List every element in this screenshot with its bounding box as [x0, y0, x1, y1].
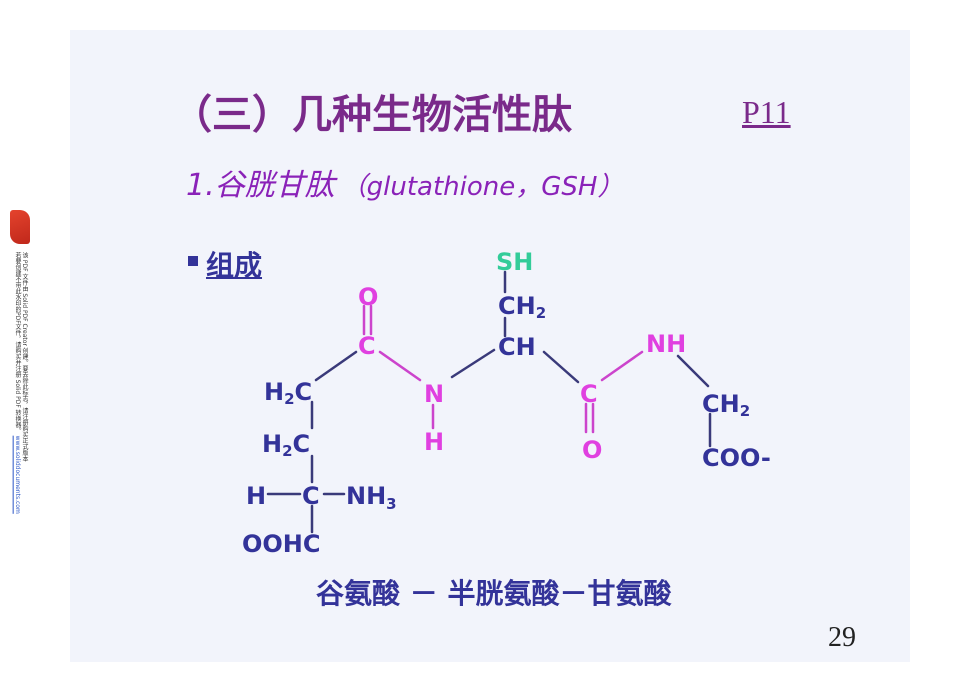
label-nh3-sub: 3 [386, 495, 396, 513]
amino-acid-caption: 谷氨酸 － 半胱氨酸－甘氨酸 [316, 577, 672, 610]
label-ch2-right-sub: 2 [740, 402, 750, 420]
bond-c-n [378, 350, 422, 382]
label-oohc: OOHC [242, 530, 321, 558]
bond-n-ch [450, 348, 496, 379]
subtitle-main: 1.谷胱甘肽 [186, 168, 335, 203]
watermark-link[interactable]: www.soliddocuments.com [14, 435, 21, 514]
page-number: 29 [828, 622, 856, 653]
slide-background [70, 30, 910, 662]
label-o-right: O [582, 436, 602, 464]
page-reference-link[interactable]: P11 [742, 94, 791, 130]
label-ch2-top-ch: CH [498, 292, 536, 320]
label-ch-mid: CH [498, 333, 536, 361]
label-nh3-nh: NH [346, 482, 386, 510]
watermark: 该 PDF 文件由 Solid PDF Creator 创建。要去除此标志，请注… [8, 210, 32, 514]
bond-nh-ch2 [676, 354, 710, 388]
bond-ch-c-right [542, 350, 580, 384]
label-h-mid: H [424, 428, 444, 456]
label-ch2-right: CH2 [702, 390, 750, 420]
bond-c-nh [600, 350, 644, 382]
label-c-left: C [358, 332, 376, 360]
label-h-alpha: H [246, 482, 266, 510]
pdf-tool-logo-icon [10, 210, 30, 244]
label-ch2-top: CH2 [498, 292, 546, 322]
label-n-mid: N [424, 380, 444, 408]
label-h2c-upper: H2C [264, 378, 312, 408]
label-h2c-lower-h: H [262, 430, 282, 458]
bullet-square-icon [188, 256, 198, 266]
bond-c-h2c [314, 350, 358, 382]
label-h2c-upper-h: H [264, 378, 284, 406]
label-nh-right: NH [646, 330, 686, 358]
label-ch2-right-ch: CH [702, 390, 740, 418]
subtitle: 1.谷胱甘肽（glutathione，GSH） [186, 160, 623, 204]
label-coo: COO- [702, 444, 771, 472]
label-h2c-lower-sub: 2 [282, 442, 292, 460]
watermark-text: 该 PDF 文件由 Solid PDF Creator 创建。要去除此标志，请注… [14, 252, 28, 514]
bonds [266, 270, 712, 534]
label-ch2-top-sub: 2 [536, 304, 546, 322]
label-h2c-lower: H2C [262, 430, 310, 460]
label-c-alpha: C [302, 482, 320, 510]
watermark-line-2: 若要创建不带此水印的PDF文件，请购买并注册 Solid PDF 转换器。 [14, 252, 21, 434]
slide-title: （三）几种生物活性肽 [172, 92, 572, 138]
label-h2c-upper-sub: 2 [284, 390, 294, 408]
label-h2c-upper-c: C [295, 378, 313, 406]
label-nh3: NH3 [346, 482, 397, 513]
watermark-line-1: 该 PDF 文件由 Solid PDF Creator 创建。要去除此标志，请注… [21, 252, 28, 462]
subtitle-paren: （glutathione，GSH） [340, 172, 624, 202]
label-h2c-lower-c: C [293, 430, 311, 458]
label-c-right: C [580, 380, 598, 408]
section-label: 组成 [206, 249, 263, 282]
label-sh: SH [496, 248, 533, 276]
label-o-left: O [358, 283, 378, 311]
